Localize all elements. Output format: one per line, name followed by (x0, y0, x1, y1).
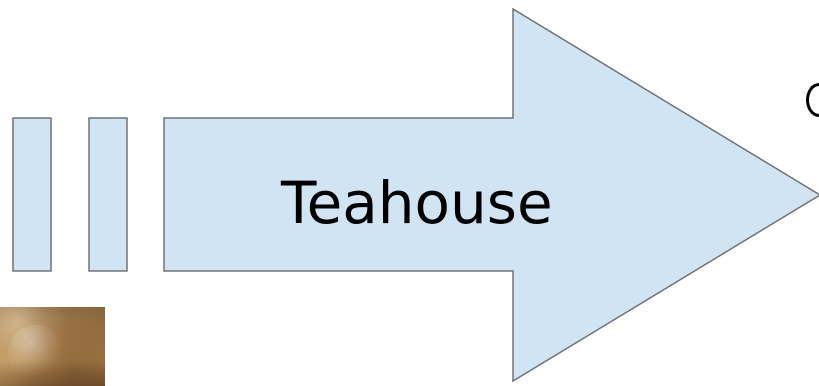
cropped-edge-glyph (806, 79, 819, 123)
arrow-label: Teahouse (281, 169, 553, 237)
left-bar-2 (88, 117, 128, 272)
photo-fragment (0, 307, 105, 386)
left-bar-1 (12, 117, 52, 272)
main-arrow-shape (163, 7, 819, 383)
